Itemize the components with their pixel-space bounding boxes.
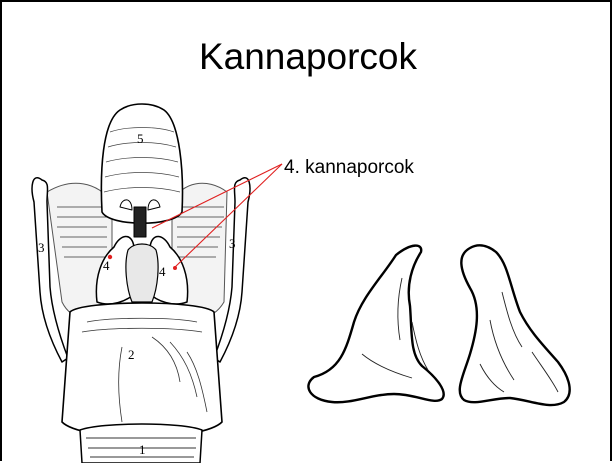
arrow-marker-left <box>108 255 112 259</box>
arrow-marker-right <box>173 266 177 270</box>
isolated-cartilages <box>308 245 569 405</box>
larynx-drawing <box>32 104 250 463</box>
label-left-cartilage: 4 <box>103 258 110 273</box>
label-left-horn: 3 <box>38 240 45 255</box>
label-thyroid: 2 <box>128 347 135 362</box>
callout-label: 4. kannaporcok <box>284 157 414 179</box>
label-right-horn: 3 <box>229 236 236 251</box>
label-epiglottis: 5 <box>137 131 144 146</box>
label-right-cartilage: 4 <box>159 264 166 279</box>
label-cricoid: 1 <box>139 442 146 457</box>
